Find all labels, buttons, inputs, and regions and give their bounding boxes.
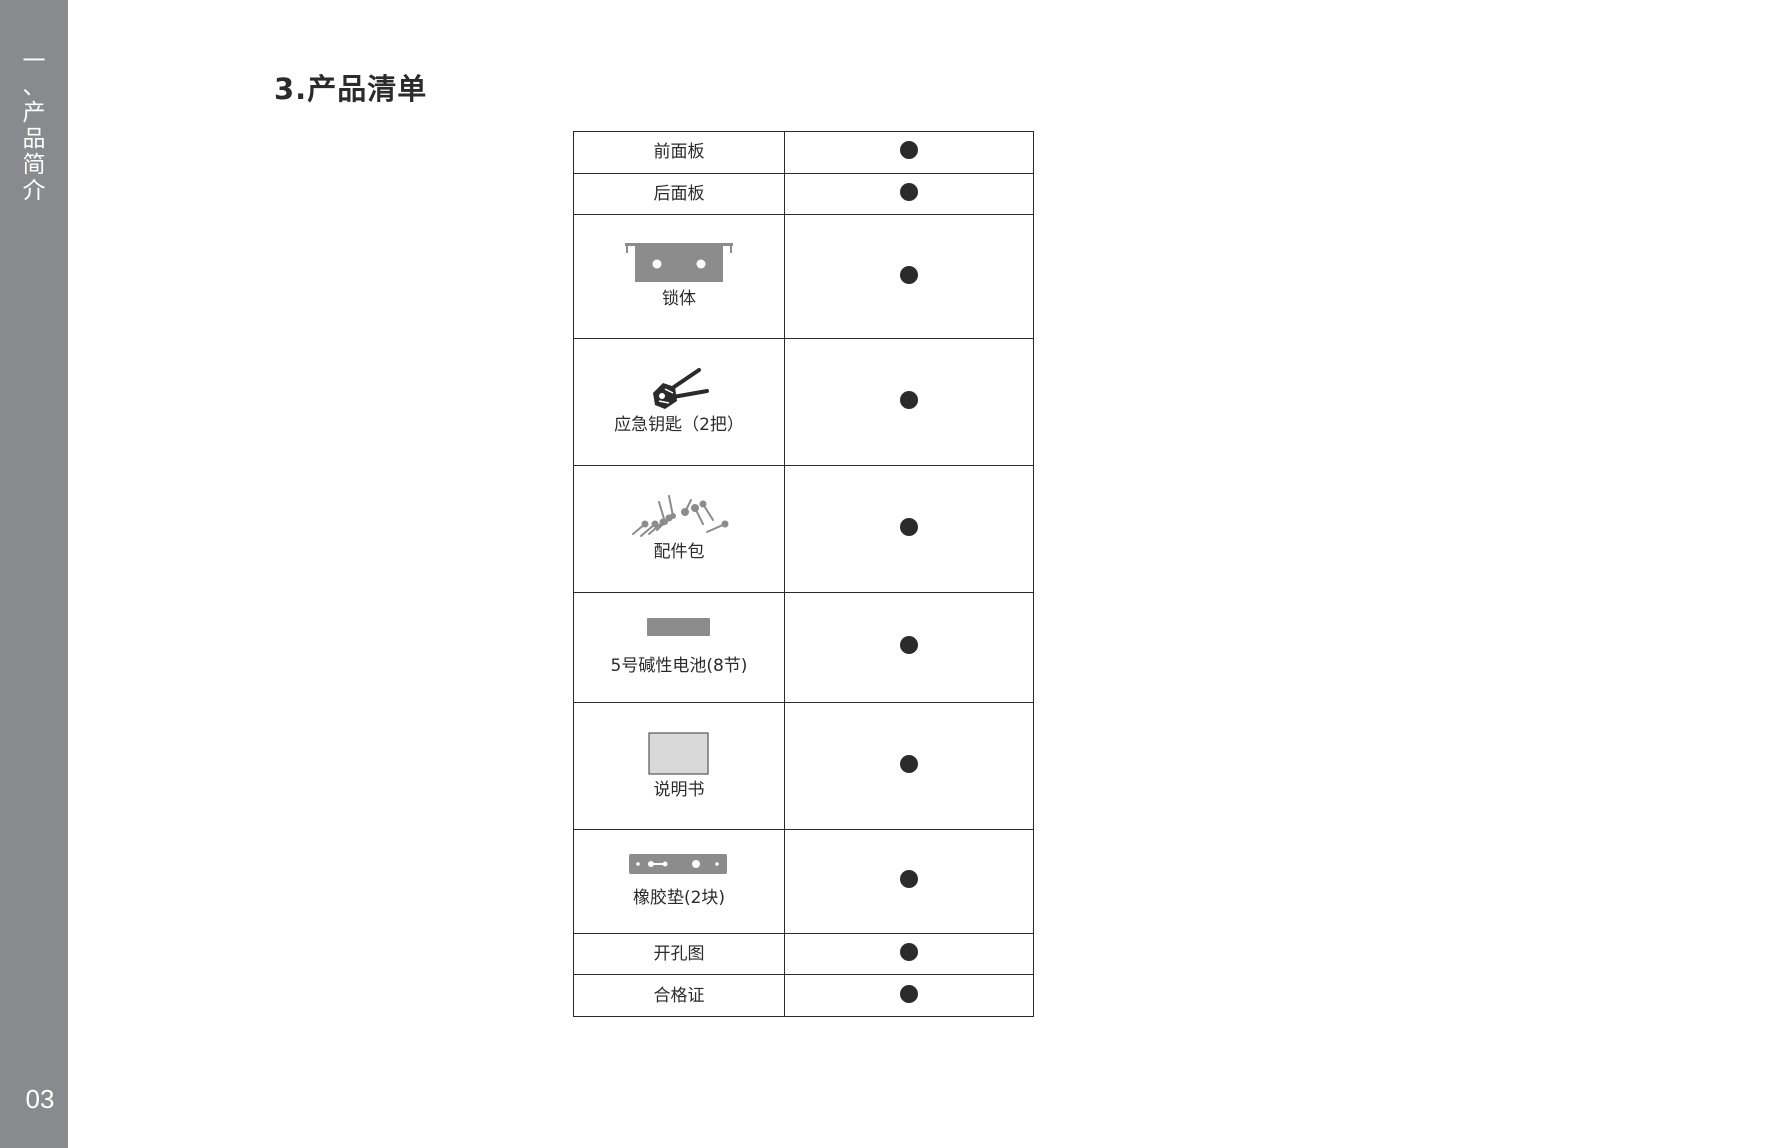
page-number: 03: [25, 1084, 55, 1114]
item-label: 合格证: [653, 985, 705, 1006]
item-cell: 应急钥匙（2把）: [573, 337, 785, 466]
included-cell: [784, 829, 1034, 934]
included-mark: [900, 390, 918, 409]
sidebar-title-char: 品: [22, 126, 46, 152]
table-row: 锁体: [573, 214, 1034, 339]
sidebar-title-char: 介: [22, 178, 46, 204]
lock-body-icon: [625, 243, 733, 283]
item-cell: 后面板: [573, 172, 785, 216]
included-cell: [784, 172, 1034, 216]
key-icon: [653, 368, 709, 410]
included-mark: [900, 265, 918, 284]
item-label: 说明书: [653, 779, 705, 800]
rubber-pad-icon: [629, 854, 727, 875]
item-label: 应急钥匙（2把）: [614, 415, 744, 436]
table-row: 前面板: [573, 131, 1034, 174]
item-cell: 橡胶垫(2块): [573, 829, 785, 934]
sidebar-title-char: 一: [22, 48, 46, 74]
included-mark: [900, 984, 918, 1003]
item-cell: 配件包: [573, 464, 785, 593]
included-cell: [784, 131, 1034, 174]
battery-icon: [647, 618, 710, 637]
table-row: 合格证: [573, 974, 1034, 1017]
item-cell: 说明书: [573, 702, 785, 831]
item-label: 配件包: [653, 542, 705, 563]
table-row: 开孔图: [573, 932, 1034, 976]
item-label: 锁体: [662, 289, 696, 310]
included-mark: [900, 141, 918, 160]
item-label: 后面板: [653, 184, 705, 205]
sidebar: 一 、 产 品 简 介 03: [0, 0, 68, 1148]
sidebar-title-char: 简: [22, 152, 46, 178]
table-row: 应急钥匙（2把）: [573, 337, 1034, 466]
included-mark: [900, 942, 918, 961]
included-mark: [900, 870, 918, 889]
page-title: 3.产品清单: [274, 72, 428, 106]
item-cell: 锁体: [573, 214, 785, 339]
included-cell: [784, 932, 1034, 976]
item-cell: 5号碱性电池(8节): [573, 591, 785, 704]
included-cell: [784, 702, 1034, 831]
table-row: 后面板: [573, 172, 1034, 216]
screws-icon: [632, 495, 729, 538]
included-cell: [784, 337, 1034, 466]
included-mark: [900, 517, 918, 536]
table-row: 说明书: [573, 702, 1034, 831]
included-cell: [784, 591, 1034, 704]
included-cell: [784, 214, 1034, 339]
item-cell: 开孔图: [573, 932, 785, 976]
product-checklist-table: 前面板 后面板: [573, 131, 1034, 1017]
included-mark: [900, 183, 918, 202]
item-cell: 合格证: [573, 974, 785, 1017]
manual-icon: [648, 732, 709, 775]
included-cell: [784, 974, 1034, 1017]
sidebar-title-char: 产: [22, 100, 46, 126]
included-mark: [900, 636, 918, 655]
item-label: 5号碱性电池(8节): [610, 656, 748, 677]
item-cell: 前面板: [573, 131, 785, 174]
table-row: 配件包: [573, 464, 1034, 593]
sidebar-title-char: 、: [22, 74, 46, 100]
table-row: 橡胶垫(2块): [573, 829, 1034, 934]
included-mark: [900, 755, 918, 774]
included-cell: [784, 464, 1034, 593]
table-row: 5号碱性电池(8节): [573, 591, 1034, 704]
item-label: 前面板: [653, 142, 705, 163]
sidebar-section-title: 一 、 产 品 简 介: [0, 48, 68, 204]
item-label: 橡胶垫(2块): [632, 888, 726, 909]
item-label: 开孔图: [653, 943, 705, 964]
